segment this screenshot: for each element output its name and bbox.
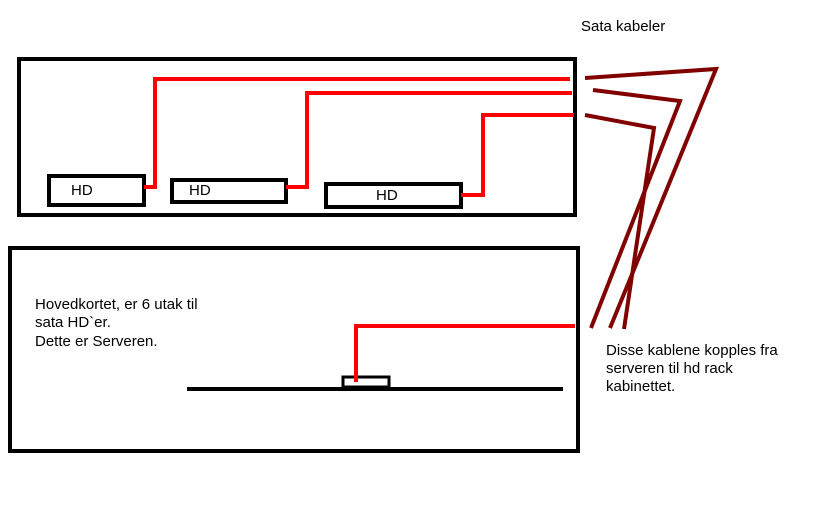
cable-note-line3: kabinettet. [606, 378, 676, 395]
motherboard-note-line3: Dette er Serveren. [35, 333, 158, 350]
external-cable-2 [589, 88, 683, 329]
external-cable-3 [584, 113, 657, 330]
hd-drive-2-label: HD [189, 182, 211, 199]
hd-drive-1 [47, 174, 146, 207]
motherboard-note-line1: Hovedkortet, er 6 utak til [35, 296, 198, 313]
hd-drive-2 [170, 178, 288, 204]
sata-cables-title: Sata kabeler [581, 18, 666, 35]
hd-drive-1-label: HD [71, 182, 93, 199]
sata-connector [341, 375, 391, 389]
sata-cable-2 [286, 91, 572, 189]
hd-drive-3-label: HD [376, 187, 398, 204]
cable-note-line2: serveren til hd rack [606, 360, 733, 377]
cable-note-line1: Disse kablene kopples fra [606, 342, 778, 359]
server-box [8, 246, 580, 453]
sata-cable-3 [461, 113, 574, 197]
sata-cable-1 [144, 77, 570, 189]
external-cable-1 [584, 66, 720, 329]
motherboard-cable [354, 324, 575, 382]
hd-rack-box [17, 57, 577, 217]
motherboard-note-line2: sata HD`er. [35, 314, 111, 331]
